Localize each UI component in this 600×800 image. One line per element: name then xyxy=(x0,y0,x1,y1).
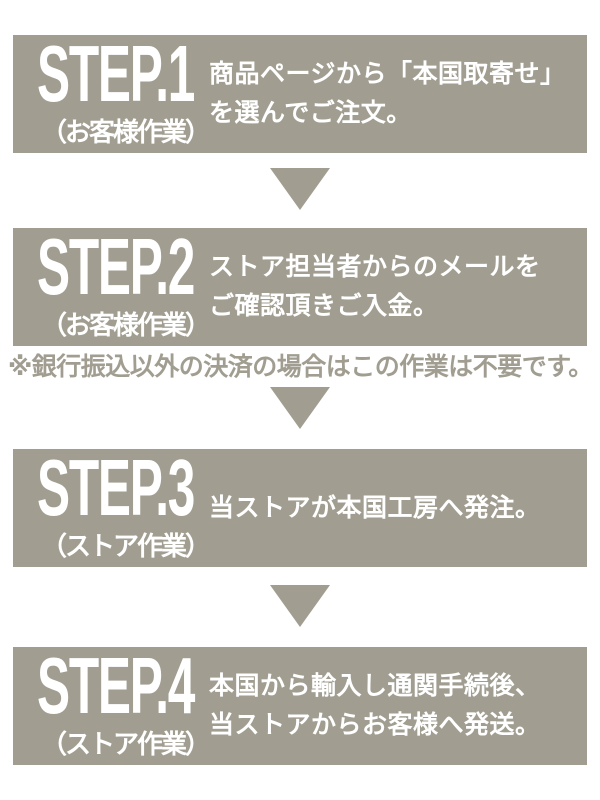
step-1-number: STEP.1 xyxy=(37,28,195,118)
step-4-heading: STEP.4 （ストア作業） xyxy=(13,640,211,761)
step-4-block: STEP.4 （ストア作業） 本国から輸入し通関手続後、 当ストアからお客様へ発… xyxy=(13,640,587,765)
step-3-heading: STEP.3 （ストア作業） xyxy=(13,442,211,563)
bank-transfer-note: ※銀行振込以外の決済の場合はこの作業は不要です。 xyxy=(8,353,593,381)
step-1-actor-label: （お客様作業） xyxy=(41,117,211,148)
step-4-description: 本国から輸入し通関手続後、 当ストアからお客様へ発送。 xyxy=(209,672,541,739)
step-4-actor-label: （ストア作業） xyxy=(41,729,211,760)
step-4-number: STEP.4 xyxy=(37,640,195,730)
step-1-description: 商品ページから「本国取寄せ」 を選んでご注文。 xyxy=(209,60,566,127)
step-2-number: STEP.2 xyxy=(37,221,195,311)
down-arrow-icon xyxy=(270,168,330,210)
steps-flow-diagram: STEP.1 （お客様作業） 商品ページから「本国取寄せ」 を選んでご注文。 S… xyxy=(8,28,593,765)
step-2-description: ストア担当者からのメールを ご確認頂きご入金。 xyxy=(209,253,541,320)
step-1-block: STEP.1 （お客様作業） 商品ページから「本国取寄せ」 を選んでご注文。 xyxy=(13,28,587,153)
step-3-block: STEP.3 （ストア作業） 当ストアが本国工房へ発注。 xyxy=(13,442,587,567)
step-3-description: 当ストアが本国工房へ発注。 xyxy=(209,493,541,522)
step-3-number: STEP.3 xyxy=(37,442,195,532)
down-arrow-icon xyxy=(270,387,330,429)
step-1-heading: STEP.1 （お客様作業） xyxy=(13,28,211,149)
step-2-block: STEP.2 （お客様作業） ストア担当者からのメールを ご確認頂きご入金。 xyxy=(13,221,587,346)
step-3-actor-label: （ストア作業） xyxy=(41,531,211,562)
step-2-heading: STEP.2 （お客様作業） xyxy=(13,221,211,342)
step-2-actor-label: （お客様作業） xyxy=(41,310,211,341)
down-arrow-icon xyxy=(270,585,330,627)
